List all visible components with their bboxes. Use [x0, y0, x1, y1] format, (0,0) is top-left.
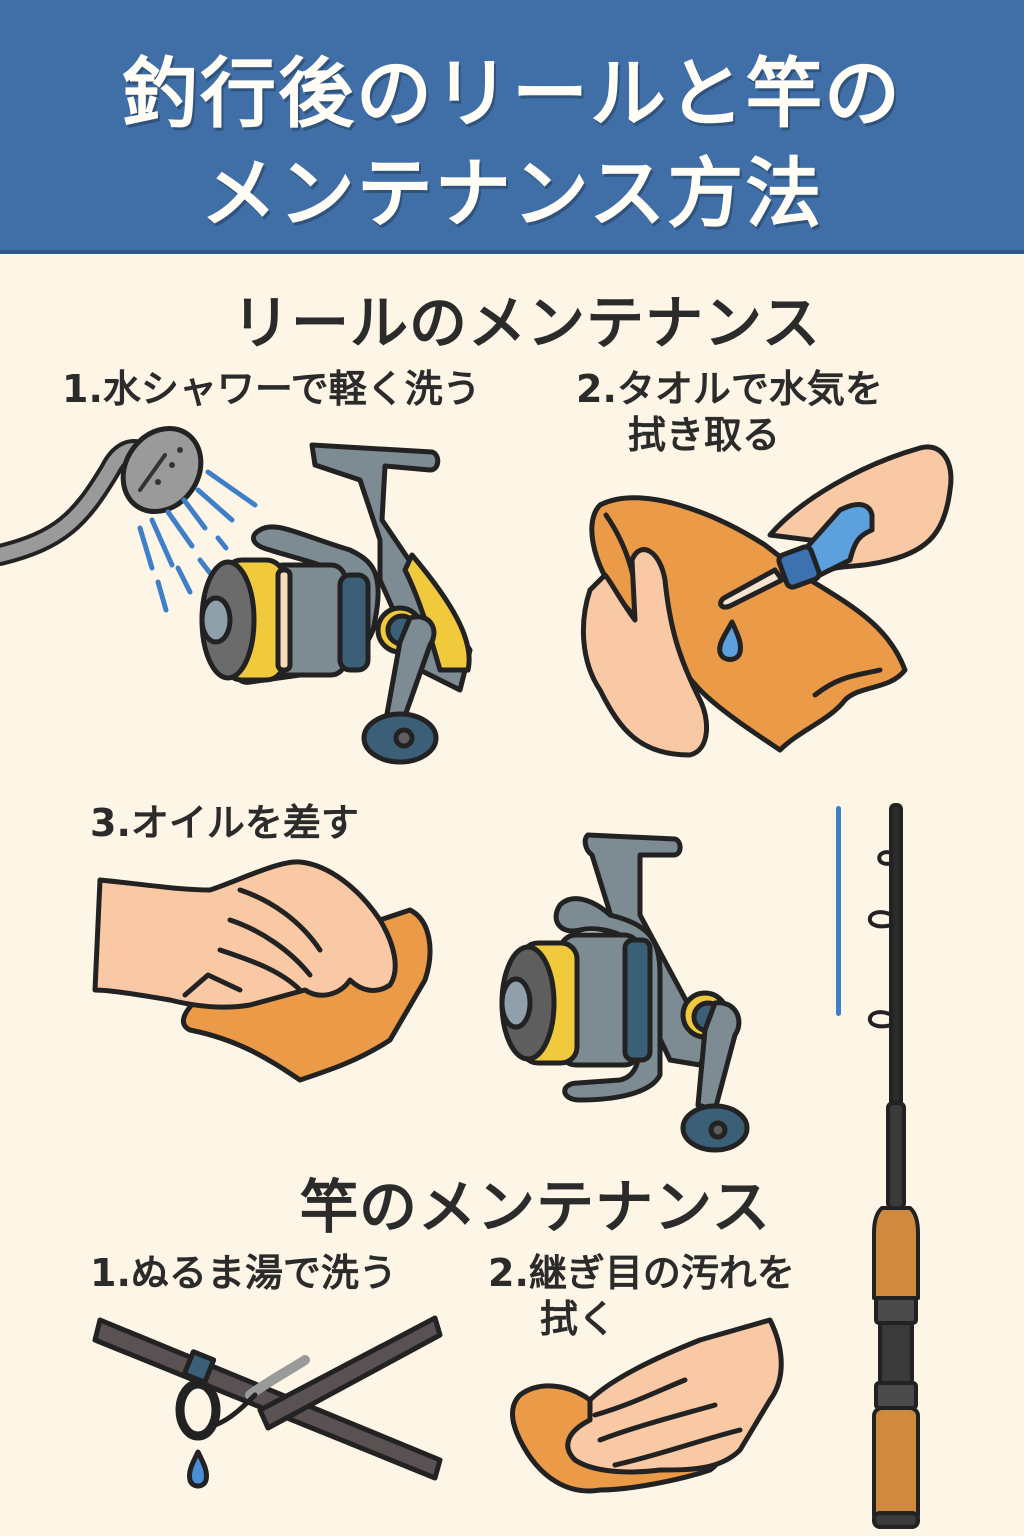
towel-wipe-illustration — [560, 430, 1020, 770]
reel-step-3-label: 3.オイルを差す — [90, 800, 359, 846]
page-title-line-2: メンテナンス方法 — [200, 149, 824, 238]
reel-oil-illustration — [499, 825, 760, 1155]
reel-step-1-text: 1.水シャワーで軽く洗う — [62, 367, 481, 411]
shower-reel-illustration — [0, 420, 520, 780]
reel-step-2-label: 2.タオルで水気を 拭き取る — [576, 366, 883, 458]
page-title: 釣行後のリールと竿の メンテナンス方法 — [0, 44, 1024, 244]
page-title-line-1: 釣行後のリールと竿の — [122, 49, 902, 138]
rod-step-2-text-line-1: 2.継ぎ目の汚れを — [488, 1251, 795, 1295]
fishing-rod-illustration — [860, 803, 930, 1533]
hand-cloth-illustration — [90, 859, 450, 1090]
divider-line — [836, 806, 841, 1016]
rod-section-title: 竿のメンテナンス — [300, 1173, 771, 1241]
rod-step-1-text: 1.ぬるま湯で洗う — [90, 1251, 397, 1295]
reel-step-1-label: 1.水シャワーで軽く洗う — [62, 366, 481, 412]
rod-step-2-label: 2.継ぎ目の汚れを 拭く — [488, 1250, 795, 1342]
reel-step-2-text-line-2: 拭き取る — [628, 413, 781, 457]
rod-step-1-label: 1.ぬるま湯で洗う — [90, 1250, 397, 1296]
rod-step-2-text-line-2: 拭く — [540, 1297, 617, 1341]
reel-step-2-text-line-1: 2.タオルで水気を — [576, 367, 883, 411]
reel-section-title: リールのメンテナンス — [232, 289, 821, 357]
rod-wash-illustration — [90, 1300, 450, 1500]
reel-step-3-text: 3.オイルを差す — [90, 801, 359, 845]
rod-joint-wipe-illustration — [500, 1317, 790, 1510]
title-banner: 釣行後のリールと竿の メンテナンス方法 — [0, 0, 1024, 254]
